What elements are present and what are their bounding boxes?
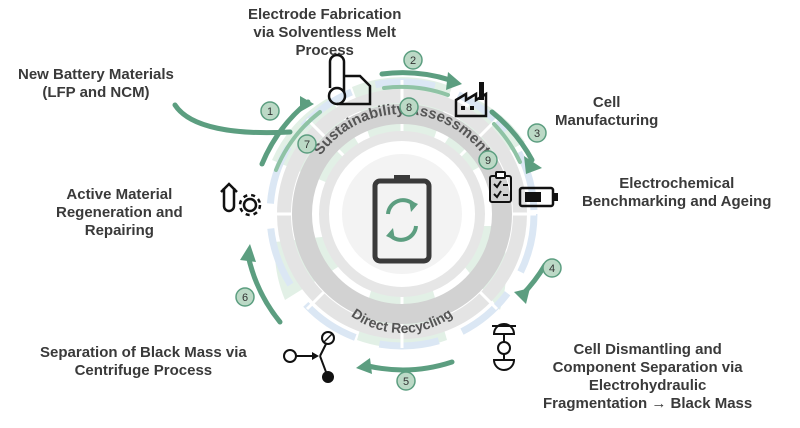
step-circles: 1 2 3 4 5 6 7 8 9 (235, 50, 562, 391)
label-2-line-1: Electrode Fabrication (248, 6, 402, 23)
step-circle-7 (297, 134, 317, 154)
assessment-arrows (274, 84, 522, 172)
label-black-mass-separation: Separation of Black Mass via Centrifuge … (40, 344, 247, 380)
label-electrochemical-benchmarking: Electrochemical Benchmarking and Ageing (582, 175, 771, 211)
label-cell-dismantling: Cell Dismantling and Component Separatio… (543, 341, 752, 413)
label-electrode-fabrication: Electrode Fabrication via Solventless Me… (248, 6, 401, 60)
step-number-1: 1 (267, 106, 273, 118)
label-2-line-3: Process (295, 42, 354, 59)
step-circle-4 (542, 258, 562, 278)
factory-icon (454, 82, 488, 118)
arrow-3 (489, 109, 535, 163)
arrow-6 (245, 252, 283, 325)
step-number-3: 3 (534, 128, 540, 140)
arrow-9 (492, 122, 522, 164)
label-2-line-2: via Solventless Melt (253, 24, 396, 41)
label-5-line-2: Component Separation via (552, 359, 743, 376)
step-circle-1 (260, 101, 280, 121)
label-active-material-regeneration: Active Material Regeneration and Repairi… (56, 186, 183, 240)
label-7-line-1: Active Material (66, 186, 173, 203)
label-new-battery-materials: New Battery Materials (LFP and NCM) (18, 66, 174, 102)
step-circle-6 (235, 287, 255, 307)
label-7-line-3: Repairing (84, 222, 154, 239)
label-6-line-2: Centrifuge Process (74, 362, 213, 379)
step-number-9: 9 (485, 155, 491, 167)
label-1-line-2: (LFP and NCM) (42, 84, 150, 101)
step-circle-2 (403, 50, 423, 70)
label-7-line-2: Regeneration and (56, 204, 183, 221)
step-circle-9 (478, 150, 498, 170)
step-number-6: 6 (242, 292, 248, 304)
step-number-2: 2 (410, 55, 416, 67)
label-cell-manufacturing: Cell Manufacturing (555, 94, 658, 130)
arrow-1-entry (172, 102, 293, 136)
arrow-5 (365, 359, 455, 373)
step-circle-3 (527, 123, 547, 143)
label-5-line-4: Fragmentation → Black Mass (543, 395, 753, 412)
battery-recycle-icon (372, 175, 432, 264)
arrow-8 (382, 84, 450, 97)
arrow-heads (240, 72, 542, 374)
core-disc (342, 154, 462, 274)
step-number-8: 8 (406, 102, 412, 114)
label-1-line-1: New Battery Materials (18, 66, 174, 83)
label-6-line-1: Separation of Black Mass via (40, 344, 247, 361)
flow-split-icon (283, 331, 335, 383)
label-4-line-1: Electrochemical (619, 175, 735, 192)
label-4-line-2: Benchmarking and Ageing (582, 193, 772, 210)
tools-gear-icon (220, 182, 262, 217)
separation-device-icon (492, 323, 516, 371)
label-5-line-1: Cell Dismantling and (573, 341, 722, 358)
step-number-4: 4 (549, 263, 555, 275)
arrow-2 (379, 70, 453, 83)
paper-roll-icon (327, 53, 372, 106)
label-3-line-2: Manufacturing (555, 112, 659, 129)
step-circle-8 (399, 97, 419, 117)
label-5-line-3: Electrohydraulic (588, 377, 707, 394)
arrow-7 (274, 110, 322, 172)
sustainability-ring (292, 104, 512, 324)
step-circle-5 (396, 371, 416, 391)
battery-icon (518, 186, 558, 208)
label-3-line-1: Cell (592, 94, 621, 111)
step-number-7: 7 (304, 139, 310, 151)
clipboard-icon (489, 171, 512, 203)
step-number-5: 5 (403, 376, 409, 388)
